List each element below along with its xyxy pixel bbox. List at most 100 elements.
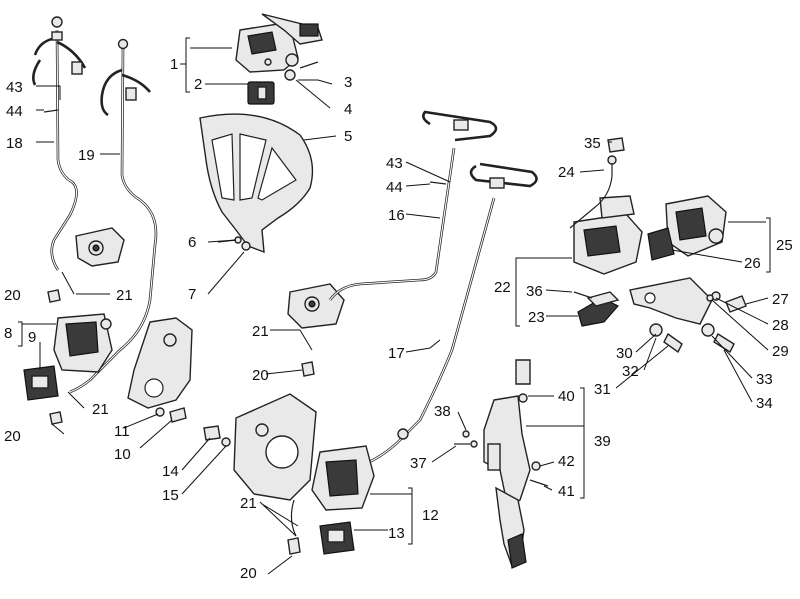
pedal-assembly-39 [483,395,531,569]
banjo-bolt-20-bottom [287,499,301,555]
fork-bracket-left [127,317,193,409]
washer-38 [462,430,470,438]
spring-42 [531,461,541,471]
callout-12: 12 [422,507,439,524]
callout-7: 7 [188,286,196,303]
callout-35: 35 [584,135,601,152]
callout-2: 2 [194,76,202,93]
callout-26: 26 [744,255,761,272]
bleeder-24 [569,155,617,229]
brake-hose-16 [328,110,498,301]
callout-19: 19 [78,147,95,164]
callout-24: 24 [558,164,575,181]
callout-20-center: 20 [252,367,269,384]
banjo-bolt-20-left-upper [47,289,61,303]
callout-40: 40 [558,388,575,405]
master-cylinder-center [287,283,345,329]
callout-31: 31 [594,381,611,398]
callout-labels: 1 2 3 4 5 6 7 8 9 10 11 12 13 14 15 16 1… [4,56,793,582]
screw-35 [607,137,625,153]
brake-hose-19 [69,38,158,394]
callout-44-left: 44 [6,103,23,120]
caliper-12 [311,445,375,511]
bolt-27 [725,295,747,313]
callout-4: 4 [344,101,352,118]
callout-42: 42 [558,453,575,470]
callout-38: 38 [434,403,451,420]
bushing-32 [649,323,663,337]
callout-43-right: 43 [386,155,403,172]
bolt-31 [663,332,683,354]
screw-36 [573,291,593,299]
screw-37 [454,440,478,448]
washer-29 [706,294,714,302]
screw-44-right [429,181,447,185]
master-cylinder-left [75,227,125,267]
callout-11: 11 [114,423,130,440]
washer-15 [221,437,231,447]
rod-40 [515,359,531,403]
callout-36: 36 [526,283,543,300]
callout-21-bottom: 21 [240,495,257,512]
callout-18: 18 [6,135,23,152]
callout-8: 8 [4,325,12,342]
callout-5: 5 [344,128,352,145]
callout-41: 41 [558,483,575,500]
caliper-assembly-25 [665,195,727,257]
callout-21-upper-left: 21 [116,287,133,304]
callout-28: 28 [772,317,789,334]
callout-13: 13 [388,525,405,542]
fork-leg-center [233,393,317,501]
callout-16: 16 [388,207,405,224]
callout-22: 22 [494,279,511,296]
caliper-8 [53,313,113,373]
callout-34: 34 [756,395,773,412]
callout-30: 30 [616,345,633,362]
callout-1: 1 [170,56,178,73]
callout-14: 14 [162,463,179,480]
brake-pads-2 [247,81,275,105]
brake-pads-13 [319,521,355,555]
banjo-bolt-20-left-lower [49,411,63,425]
callout-17: 17 [388,345,405,362]
brake-disc-guard-5 [199,113,314,254]
bolt-10 [169,407,187,423]
screw-14 [203,425,221,441]
callout-21-lower-left: 21 [92,401,109,418]
callout-21-center: 21 [252,323,269,340]
rear-caliper-22 [573,195,643,275]
brake-hose-17 [349,162,538,472]
callout-25: 25 [776,237,793,254]
washer-7 [241,241,251,251]
callout-43-left: 43 [6,79,23,96]
callout-33: 33 [756,371,773,388]
front-brake-caliper-assembly-1 [235,13,323,81]
brake-pads-26 [647,227,675,261]
caliper-bracket-30 [629,277,713,325]
callout-6: 6 [188,234,196,251]
callout-20-upper-left: 20 [4,287,21,304]
callout-39: 39 [594,433,611,450]
screw-44-left [43,109,59,113]
callout-27: 27 [772,291,789,308]
callout-20-bottom: 20 [240,565,257,582]
brake-pads-9 [23,365,59,401]
callout-3: 3 [344,74,352,91]
screw-41 [529,479,549,487]
brake-hose-18 [32,16,87,271]
banjo-bolt-20-center [301,361,315,377]
callout-32: 32 [622,363,639,380]
callout-29: 29 [772,343,789,360]
leader-lines [18,37,771,575]
bushing-33 [701,323,715,337]
callout-23: 23 [528,309,545,326]
callout-20-lower-left: 20 [4,428,21,445]
callout-44-right: 44 [386,179,403,196]
callout-37: 37 [410,455,427,472]
brake-pads-23 [577,291,620,327]
callout-15: 15 [162,487,179,504]
callout-10: 10 [114,446,131,463]
callout-9: 9 [28,329,36,346]
